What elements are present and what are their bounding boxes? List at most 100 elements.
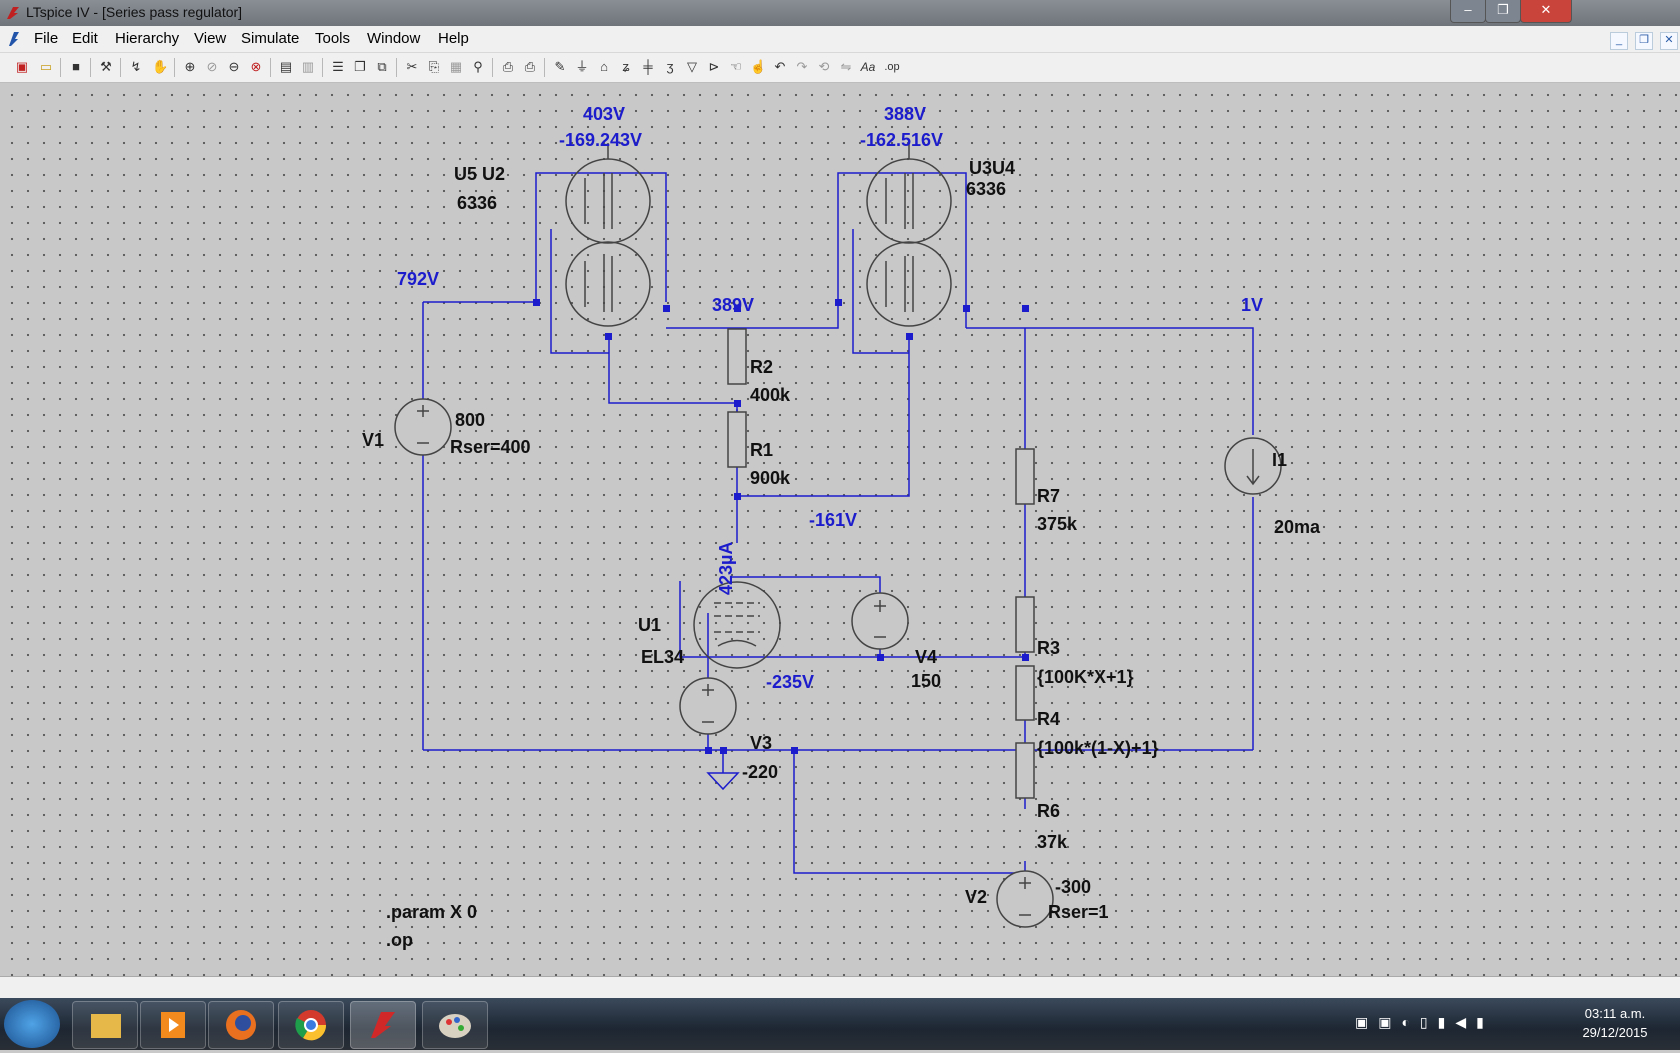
resistor-icon[interactable]: ʑ xyxy=(622,59,630,74)
run-icon[interactable]: ↯ xyxy=(130,59,142,74)
redo-icon[interactable]: ↷ xyxy=(796,59,808,74)
pan-icon[interactable]: ⊘ xyxy=(206,59,218,74)
tube-u5[interactable] xyxy=(565,143,651,327)
current-label: 423µA xyxy=(716,542,736,595)
menu-help[interactable]: Help xyxy=(438,30,469,47)
save-icon[interactable]: ■ xyxy=(72,59,80,74)
menu-file[interactable]: File xyxy=(34,30,59,47)
print-setup-icon[interactable]: ⎙ xyxy=(502,59,514,74)
inductor-icon[interactable]: ʒ xyxy=(666,59,674,74)
ground-symbol[interactable] xyxy=(706,772,740,791)
clock[interactable]: 03:11 a.m. 29/12/2015 xyxy=(1570,1004,1660,1042)
node-voltage-grid-left: -169.243V xyxy=(559,130,642,150)
taskbar-explorer-icon[interactable] xyxy=(72,1001,138,1049)
node-voltage-minus-235v: -235V xyxy=(766,672,814,692)
r4-label: R4 xyxy=(1037,709,1060,729)
open-icon[interactable]: ▭ xyxy=(39,59,53,74)
ground-icon[interactable]: ⏚ xyxy=(575,59,589,74)
mdi-close-button[interactable]: ✕ xyxy=(1660,32,1678,50)
label-net-icon[interactable]: ⌂ xyxy=(600,59,608,74)
i1-value: 20ma xyxy=(1274,517,1321,537)
undo-icon[interactable]: ↶ xyxy=(774,59,786,74)
menu-simulate[interactable]: Simulate xyxy=(241,30,300,47)
control-panel-icon[interactable]: ⚒ xyxy=(100,59,112,74)
text-icon[interactable]: Aa xyxy=(860,60,876,74)
resistors[interactable] xyxy=(727,328,1035,799)
v3-value: -220 xyxy=(742,762,778,782)
taskbar-media-player-icon[interactable] xyxy=(140,1001,206,1049)
schematic-canvas[interactable]: 403V 388V -169.243V -162.516V 792V 389V … xyxy=(0,83,1680,976)
halt-icon[interactable]: ✋ xyxy=(152,59,169,74)
tube-label-u5-u2: U5 U2 xyxy=(454,164,505,184)
taskbar-firefox-icon[interactable] xyxy=(208,1001,274,1049)
close-all-icon[interactable]: ⧉ xyxy=(377,59,387,74)
ltspice-app-icon[interactable] xyxy=(5,5,21,21)
op-directive[interactable]: .op xyxy=(386,930,413,950)
node-voltage-403v: 403V xyxy=(583,104,625,124)
zoom-cancel-icon[interactable]: ⊗ xyxy=(250,59,262,74)
r6-value: 37k xyxy=(1037,832,1068,852)
wires[interactable] xyxy=(422,172,1254,874)
spice-directive-icon[interactable]: .op xyxy=(884,61,900,73)
menu-tools[interactable]: Tools xyxy=(315,30,351,47)
sources[interactable] xyxy=(394,398,1282,928)
start-button[interactable] xyxy=(4,1000,60,1048)
system-tray[interactable]: ▣▣◐▯▮◀▮ xyxy=(1355,1014,1494,1030)
menu-window[interactable]: Window xyxy=(367,30,421,47)
title-bar: LTspice IV - [Series pass regulator] – ❐… xyxy=(0,0,1680,26)
drag-icon[interactable]: ☝ xyxy=(750,59,767,74)
diode-icon[interactable]: ▽ xyxy=(687,59,697,74)
zoom-in-icon[interactable]: ⊕ xyxy=(184,59,196,74)
r2-value: 400k xyxy=(750,385,791,405)
menu-view[interactable]: View xyxy=(194,30,227,47)
node-voltage-1v: 1V xyxy=(1241,295,1263,315)
taskbar: ▣▣◐▯▮◀▮ 03:11 a.m. 29/12/2015 xyxy=(0,998,1680,1050)
tube-u3[interactable] xyxy=(866,143,952,327)
param-directive[interactable]: .param X 0 xyxy=(386,902,477,922)
ltspice-doc-icon[interactable] xyxy=(6,30,22,48)
zoom-out-icon[interactable]: ⊖ xyxy=(228,59,240,74)
mdi-minimize-button[interactable]: _ xyxy=(1610,32,1628,50)
menu-edit[interactable]: Edit xyxy=(72,30,98,47)
menu-hierarchy[interactable]: Hierarchy xyxy=(115,30,180,47)
taskbar-chrome-icon[interactable] xyxy=(278,1001,344,1049)
taskbar-paint-icon[interactable] xyxy=(422,1001,488,1049)
find-icon[interactable]: ⚲ xyxy=(473,59,483,74)
cut-icon[interactable]: ✂ xyxy=(406,59,418,74)
r1-label: R1 xyxy=(750,440,773,460)
new-schematic-icon[interactable]: ▣ xyxy=(15,59,29,74)
copy-icon[interactable]: ⎘ xyxy=(428,59,440,74)
r1-value: 900k xyxy=(750,468,791,488)
capacitor-icon[interactable]: ╪ xyxy=(643,59,653,74)
tube-model-left: 6336 xyxy=(457,193,497,213)
tile-icon[interactable]: ☰ xyxy=(332,59,344,74)
tube-label-u3-u4: U3U4 xyxy=(969,158,1015,178)
draw-wire-icon[interactable]: ✎ xyxy=(554,59,566,74)
rotate-icon[interactable]: ⟲ xyxy=(818,59,830,74)
tube-u1[interactable] xyxy=(693,581,781,669)
v4-value: 150 xyxy=(911,671,941,691)
print-icon[interactable]: ⎙ xyxy=(524,59,536,74)
status-bar xyxy=(0,976,1680,999)
close-button[interactable]: ✕ xyxy=(1520,0,1572,23)
v3-label: V3 xyxy=(750,733,772,753)
u1-model: EL34 xyxy=(641,647,684,667)
tube-model-right: 6336 xyxy=(966,179,1006,199)
paste-icon[interactable]: ▦ xyxy=(449,59,463,74)
mirror-icon[interactable]: ⇋ xyxy=(840,59,852,74)
move-icon[interactable]: ☜ xyxy=(730,59,742,74)
cascade-icon[interactable]: ❐ xyxy=(354,59,366,74)
taskbar-ltspice-icon[interactable] xyxy=(350,1001,416,1049)
node-voltage-388v: 388V xyxy=(884,104,926,124)
v1-rser: Rser=400 xyxy=(450,437,531,457)
component-icon[interactable]: ⊳ xyxy=(708,59,720,74)
minimize-button[interactable]: – xyxy=(1450,0,1486,23)
pick-visible-icon[interactable]: ▥ xyxy=(301,59,315,74)
maximize-button[interactable]: ❐ xyxy=(1485,0,1521,23)
mdi-restore-button[interactable]: ❐ xyxy=(1635,32,1653,50)
r6-label: R6 xyxy=(1037,801,1060,821)
r3-value: {100K*X+1} xyxy=(1037,667,1134,687)
autorange-icon[interactable]: ▤ xyxy=(279,59,293,74)
schematic-drawing: 403V 388V -169.243V -162.516V 792V 389V … xyxy=(362,104,1321,950)
i1-label: I1 xyxy=(1272,450,1287,470)
